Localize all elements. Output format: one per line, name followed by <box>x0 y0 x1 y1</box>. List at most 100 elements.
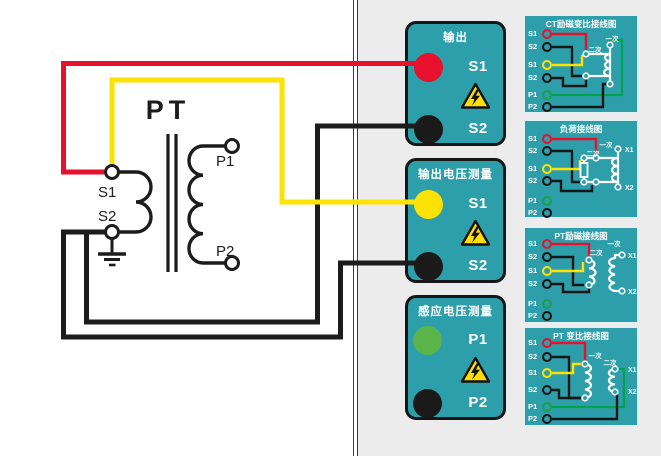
mini-terminal-label: S1 <box>528 29 538 38</box>
mini-panel-pt-ratio[interactable]: PT 变比接线图 一次 二次 X1 X2 S1 S2 S1 S2 P1 <box>524 327 638 426</box>
red-wire <box>552 137 598 155</box>
secondary-label: 二次 <box>589 45 603 54</box>
s2-node <box>104 224 120 240</box>
terminal-label: S1 <box>468 195 488 212</box>
mini-terminal-s1m <box>542 266 552 276</box>
terminal-induced-p1[interactable] <box>413 326 442 355</box>
x2-label: X2 <box>625 185 634 192</box>
secondary-label: 二次 <box>590 248 604 257</box>
black-wire <box>552 82 607 109</box>
mini-terminal-label: S2 <box>528 385 538 394</box>
mini-terminal-label: S2 <box>528 352 538 361</box>
mini-terminal-label: P1 <box>528 402 538 411</box>
mini-panel-load[interactable]: 负荷接线图 一次 二次 X1 X2 S1 S2 S1 S2 <box>524 120 638 218</box>
pt-title: PT <box>146 95 191 125</box>
terminal-label: S2 <box>468 120 488 137</box>
mini-terminal-s2 <box>542 42 552 52</box>
p1-label: P1 <box>216 153 234 170</box>
mini-terminal-label: P2 <box>528 208 538 217</box>
pt-symbol <box>588 253 622 293</box>
red-wire <box>552 32 588 50</box>
connection-nodes <box>582 41 614 88</box>
mini-terminal-label: P2 <box>528 102 538 111</box>
mini-terminal-label: S2 <box>528 42 538 51</box>
mini-terminal-label: S2 <box>528 146 538 155</box>
mini-terminal-label: P1 <box>528 196 538 205</box>
primary-label: 一次 <box>600 140 614 149</box>
primary-winding <box>187 144 225 265</box>
terminal-induced-p2[interactable] <box>413 389 442 418</box>
mini-terminal-p2 <box>542 311 552 321</box>
mini-panel-pt-excitation[interactable]: PT励磁接线图 一次 二次 X1 X2 S1 S2 S1 S2 P1 P2 <box>524 227 638 323</box>
mini-terminal-label: S1 <box>528 60 538 69</box>
mini-terminal-label: P1 <box>528 299 538 308</box>
mini-terminal-label: S1 <box>528 266 538 275</box>
panel-title: 感应电压测量 <box>418 306 493 318</box>
yellow-wire <box>552 362 581 375</box>
x2-label: X2 <box>628 389 637 396</box>
mini-terminal-label: S2 <box>528 252 538 261</box>
black-wire <box>552 179 594 193</box>
separator-double-line <box>353 0 358 456</box>
mini-wiring-pt-excitation: 一次 二次 X1 X2 <box>552 239 637 296</box>
mini-panel-title: PT 变比接线图 <box>553 331 609 341</box>
mini-terminal-p2 <box>542 414 552 424</box>
connection-nodes <box>580 145 622 191</box>
terminal-measure-s2[interactable] <box>414 252 443 281</box>
black-wire <box>552 282 591 294</box>
p1-node <box>224 138 240 154</box>
x1-label: X1 <box>628 367 637 374</box>
mini-terminal-s1m <box>542 368 552 378</box>
primary-label: 一次 <box>608 239 622 248</box>
p2-node <box>224 255 240 271</box>
x1-label: X1 <box>628 253 637 260</box>
mini-terminal-p1 <box>542 299 552 309</box>
terminal-label: P2 <box>468 394 488 411</box>
black-wire <box>552 45 582 78</box>
x2-label: X2 <box>628 289 637 296</box>
panel-induced-voltage-measure: 感应电压测量 P1 P2 <box>405 295 506 420</box>
warning-icon <box>460 219 491 246</box>
mini-terminal-s2m <box>542 73 552 83</box>
connection-nodes <box>585 251 626 295</box>
mini-terminal-p2 <box>542 102 552 112</box>
primary-label: 一次 <box>606 34 620 43</box>
panel-title: 输出 <box>443 32 468 44</box>
mini-terminal-p1 <box>542 196 552 206</box>
mini-terminal-s1 <box>542 239 552 249</box>
black-wire <box>552 76 588 88</box>
warning-icon <box>460 82 491 109</box>
s2-label: S2 <box>98 208 116 225</box>
secondary-label: 二次 <box>587 149 601 158</box>
black-wire <box>552 388 581 400</box>
panel-output-voltage-measure: 输出电压测量 S1 S2 <box>405 158 506 283</box>
mini-terminal-s2m <box>542 385 552 395</box>
mini-terminal-label: S2 <box>528 73 538 82</box>
s1-node <box>104 164 120 180</box>
terminal-measure-s1[interactable] <box>414 190 443 219</box>
mini-terminal-label: S1 <box>528 134 538 143</box>
mini-terminal-s1 <box>542 134 552 144</box>
terminal-label: P1 <box>468 331 488 348</box>
mini-terminal-label: S1 <box>528 239 538 248</box>
mini-terminal-s1 <box>542 338 552 348</box>
mini-panel-ct-ratio[interactable]: CT励磁变比接线图 一次 二次 S1 S2 S1 S2 P1 P2 <box>524 15 638 113</box>
mini-terminal-s2 <box>542 146 552 156</box>
mini-terminal-label: S1 <box>528 164 538 173</box>
black-wire <box>552 394 619 421</box>
red-wire <box>552 341 587 361</box>
mini-terminal-s2 <box>542 252 552 262</box>
primary-label: 一次 <box>589 351 603 360</box>
mini-terminal-s2m <box>542 176 552 186</box>
terminal-output-s2[interactable] <box>414 115 443 144</box>
mini-terminal-s2 <box>542 352 552 362</box>
connection-nodes <box>581 360 619 402</box>
mini-panel-title: CT励磁变比接线图 <box>545 19 617 29</box>
mini-terminal-label: S2 <box>528 176 538 185</box>
secondary-winding <box>119 170 153 234</box>
green-wire <box>552 38 624 97</box>
warning-icon <box>460 356 491 383</box>
mini-wiring-load: 一次 二次 X1 X2 <box>552 137 634 193</box>
terminal-output-s1[interactable] <box>414 53 443 82</box>
